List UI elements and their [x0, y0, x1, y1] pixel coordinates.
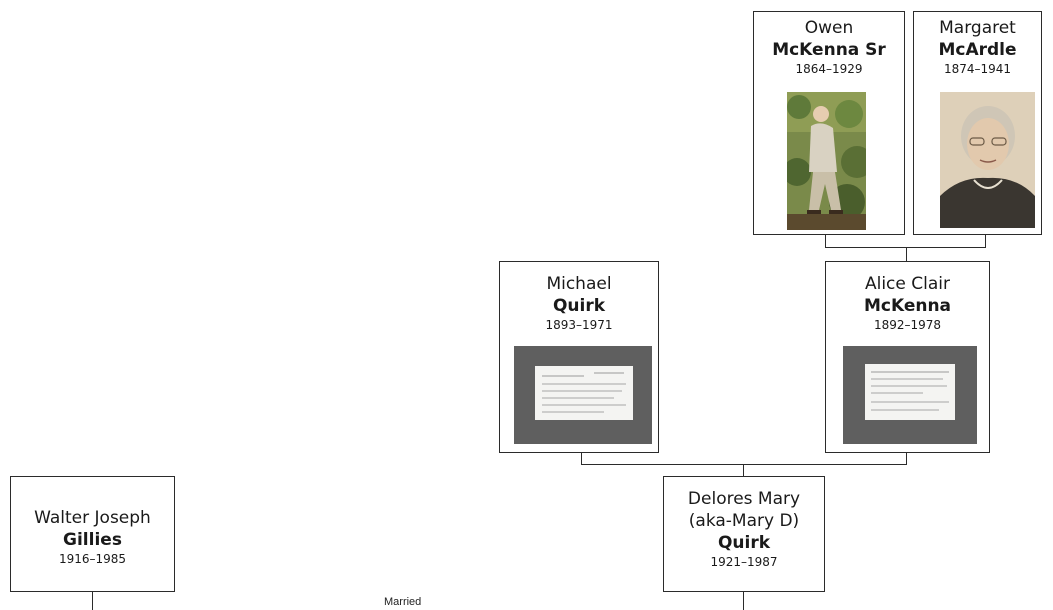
person-photo[interactable] [787, 92, 866, 230]
portrait-outdoors-image [787, 92, 866, 230]
connector-line [825, 247, 986, 248]
nickname: (aka-Mary D) [688, 511, 800, 531]
portrait-sepia-image [940, 92, 1035, 228]
surname: Quirk [717, 533, 771, 553]
record-image[interactable] [843, 346, 977, 444]
person-card-margaret-mcardle[interactable]: Margaret McArdle 1874–1941 [913, 11, 1042, 235]
life-dates: 1916–1985 [58, 552, 127, 566]
connector-line [906, 247, 907, 261]
connector-line [985, 235, 986, 247]
surname: McArdle [938, 40, 1017, 60]
life-dates: 1893–1971 [545, 318, 613, 332]
given-name: Margaret [939, 18, 1016, 38]
marriage-line [92, 592, 93, 610]
person-card-alice-mckenna[interactable]: Alice Clair McKenna 1892–1978 [825, 261, 990, 453]
life-dates: 1864–1929 [795, 62, 863, 76]
person-card-owen-mckenna[interactable]: Owen McKenna Sr 1864–1929 [753, 11, 905, 235]
person-card-michael-quirk[interactable]: Michael Quirk 1893–1971 [499, 261, 659, 453]
person-card-walter-gillies[interactable]: Walter Joseph Gillies 1916–1985 [10, 476, 175, 592]
given-name: Delores Mary [687, 489, 801, 509]
person-card-delores-quirk[interactable]: Delores Mary (aka-Mary D) Quirk 1921–198… [663, 476, 825, 592]
life-dates: 1892–1978 [873, 318, 942, 332]
relationship-label: Married [384, 596, 422, 608]
connector-line [743, 464, 744, 476]
given-name: Michael [546, 274, 612, 294]
given-name: Alice Clair [864, 274, 950, 294]
record-card-image [843, 346, 977, 444]
record-card-image [514, 346, 652, 444]
connector-line [581, 453, 582, 464]
life-dates: 1874–1941 [943, 62, 1012, 76]
surname: Gillies [63, 530, 122, 550]
connector-line [906, 453, 907, 464]
life-dates: 1921–1987 [710, 555, 778, 569]
connector-line [581, 464, 907, 465]
person-photo[interactable] [940, 92, 1035, 228]
marriage-line [743, 592, 744, 610]
record-image[interactable] [514, 346, 652, 444]
given-name: Owen [804, 18, 854, 38]
connector-line [825, 235, 826, 247]
given-name: Walter Joseph [34, 508, 151, 528]
surname: McKenna Sr [772, 40, 886, 60]
surname: Quirk [552, 296, 606, 316]
surname: McKenna [863, 296, 952, 316]
